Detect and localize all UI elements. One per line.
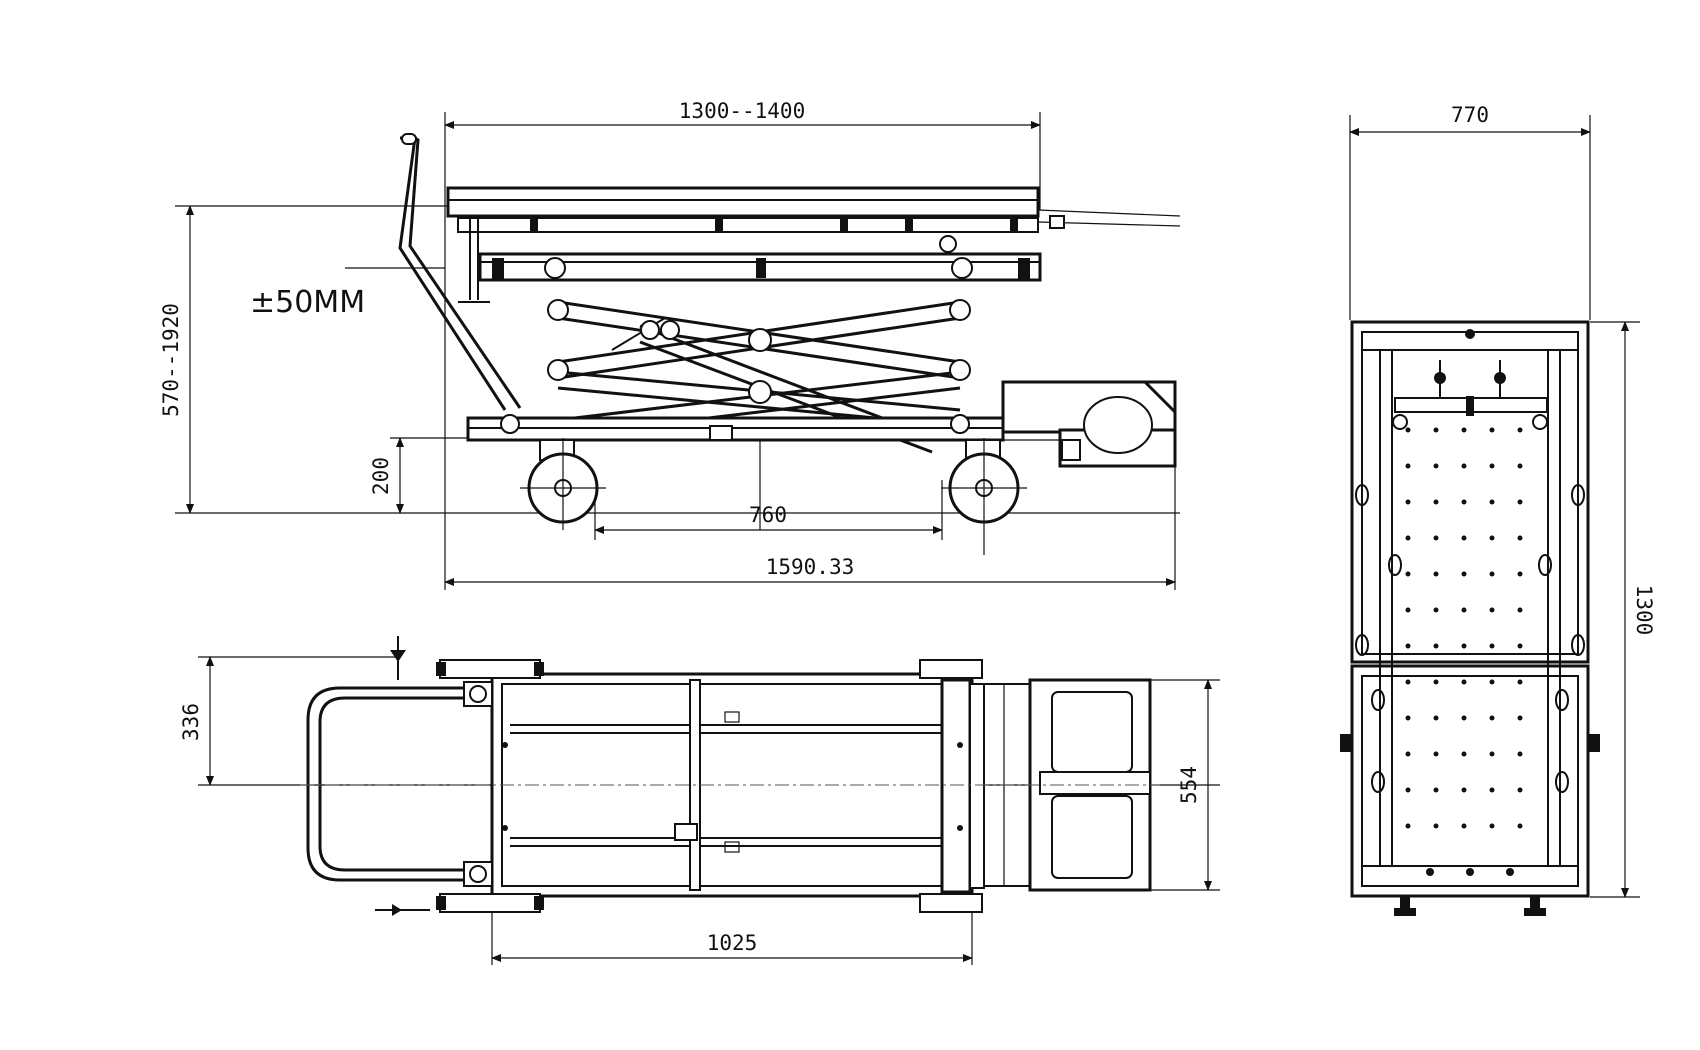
rivet [1433, 499, 1439, 505]
rivet [1517, 823, 1523, 829]
rivet [1489, 751, 1495, 757]
rivet [1489, 787, 1495, 793]
rivet [1433, 571, 1439, 577]
rivet [1461, 787, 1467, 793]
rivet [1405, 463, 1411, 469]
dim-base-width: 554 [1177, 766, 1201, 804]
rivet [1461, 643, 1467, 649]
rivet [1405, 643, 1411, 649]
rivet [1461, 499, 1467, 505]
dim-overall-length: 1590.33 [766, 555, 855, 579]
rivet [1517, 787, 1523, 793]
rivet [1433, 715, 1439, 721]
rivet [1405, 607, 1411, 613]
dim-base-length: 1025 [707, 931, 758, 955]
rivet [1461, 751, 1467, 757]
rivet [1461, 571, 1467, 577]
dim-top-width: 770 [1451, 103, 1489, 127]
rivet [1405, 787, 1411, 793]
rivet [1517, 643, 1523, 649]
rivet [1489, 571, 1495, 577]
rivet [1433, 643, 1439, 649]
rivet [1489, 607, 1495, 613]
dim-half-width: 336 [179, 703, 203, 741]
rivet-grid [1405, 427, 1523, 829]
rivet [1405, 679, 1411, 685]
dim-platform-length: 1300--1400 [679, 99, 805, 123]
rivet [1405, 715, 1411, 721]
rivet [1517, 679, 1523, 685]
rivet [1461, 427, 1467, 433]
rivet [1405, 751, 1411, 757]
rivet [1461, 679, 1467, 685]
rivet [1517, 463, 1523, 469]
rivet [1517, 499, 1523, 505]
rivet [1489, 499, 1495, 505]
rivet [1461, 535, 1467, 541]
rivet [1433, 751, 1439, 757]
rivet [1517, 607, 1523, 613]
rivet [1489, 535, 1495, 541]
rivet [1433, 535, 1439, 541]
dim-wheelbase: 760 [749, 503, 787, 527]
dim-tilt: ±50MM [250, 285, 365, 320]
rivet [1433, 607, 1439, 613]
rivet [1433, 427, 1439, 433]
platform-top [446, 186, 1040, 218]
rivet [1489, 427, 1495, 433]
rivet [1489, 823, 1495, 829]
rivet [1489, 679, 1495, 685]
rivet [1489, 715, 1495, 721]
rivet [1517, 715, 1523, 721]
rivet [1461, 715, 1467, 721]
rivet [1461, 607, 1467, 613]
rivet [1461, 823, 1467, 829]
rivet [1517, 751, 1523, 757]
rivet [1405, 571, 1411, 577]
rivet [1405, 823, 1411, 829]
rivet [1489, 463, 1495, 469]
rivet [1433, 823, 1439, 829]
side-view: 1300--1400 570--1920 ±50MM 200 760 1590.… [159, 99, 1181, 590]
end-lower-frame [1350, 664, 1590, 898]
rivet [1517, 427, 1523, 433]
end-view: 770 1300 [1340, 103, 1656, 916]
handle-loop [306, 686, 470, 882]
dim-top-length: 1300 [1632, 585, 1656, 636]
dim-height-range: 570--1920 [159, 303, 183, 417]
rivet [1405, 427, 1411, 433]
rivet [1461, 463, 1467, 469]
rivet [1517, 571, 1523, 577]
rivet [1405, 535, 1411, 541]
rivet [1433, 463, 1439, 469]
rivet [1433, 787, 1439, 793]
plan-view: 336 554 1025 [179, 636, 1220, 965]
rivet [1405, 499, 1411, 505]
rivet [1489, 643, 1495, 649]
rivet [1433, 679, 1439, 685]
end-upper-frame [1350, 320, 1590, 664]
rivet [1517, 535, 1523, 541]
dim-chassis-height: 200 [369, 457, 393, 495]
